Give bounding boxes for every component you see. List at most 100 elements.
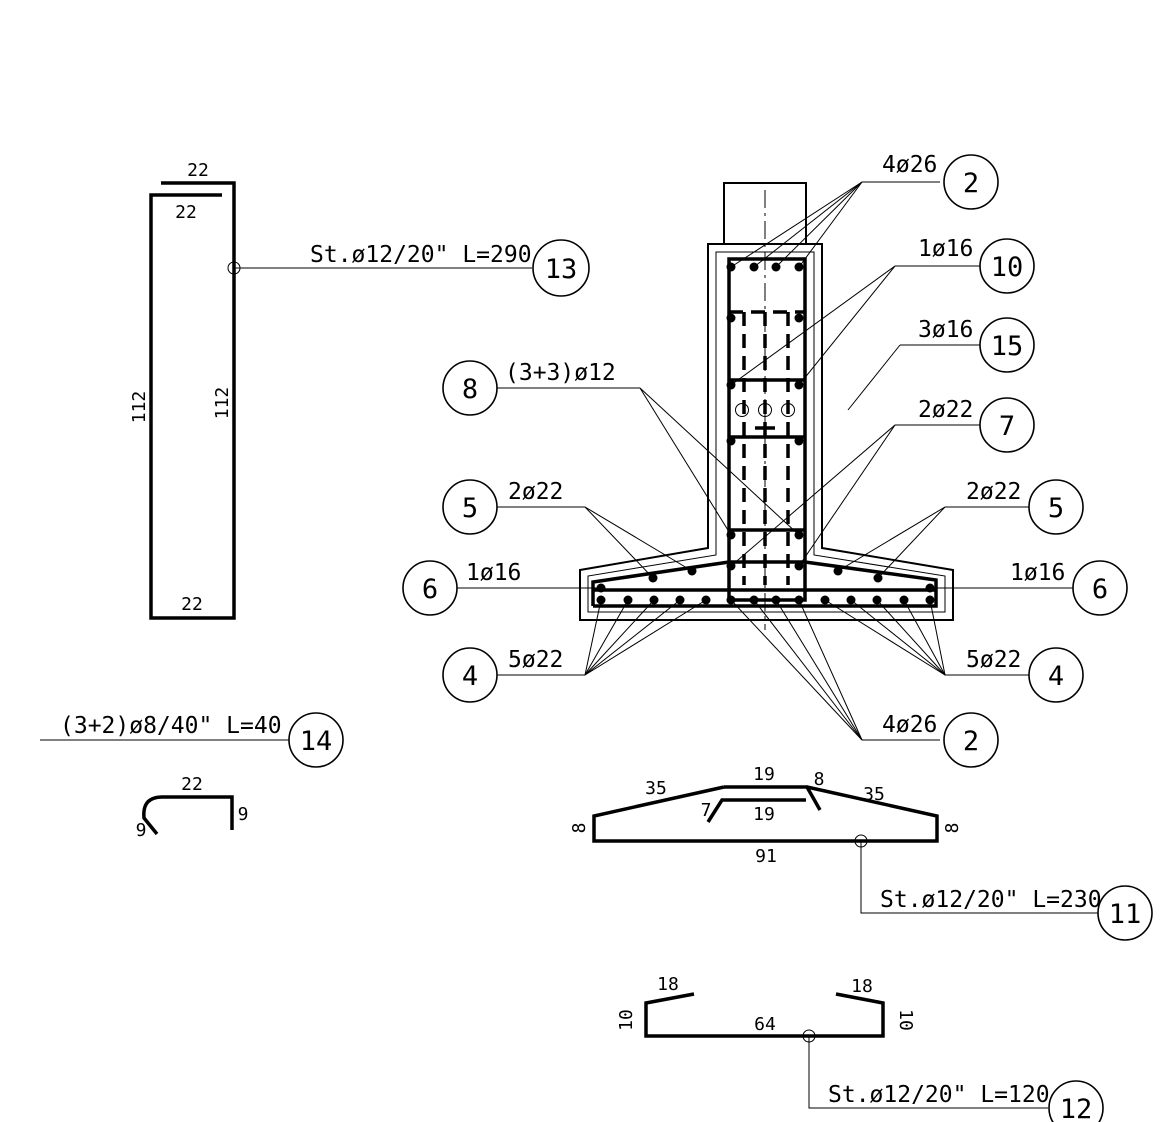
mark-7-number: 7 (999, 411, 1015, 442)
mark-4-left-bubble (442, 647, 498, 703)
stirrup-11-dim-top-outer: 19 (753, 764, 775, 785)
stirrup-11-dim-left-tip: 7 (701, 800, 712, 821)
stirrup-11-spec: St.ø12/20" L=230 (880, 887, 1102, 913)
mark-10-number: 10 (991, 252, 1024, 283)
leader-4-left (497, 599, 707, 676)
callout-6-right-label: 1ø16 (1010, 560, 1065, 586)
mark-4-right-bubble (1028, 647, 1084, 703)
stirrup-13-dim-right: 112 (212, 387, 233, 420)
mark-2-bottom-bubble (943, 712, 999, 768)
mark-12-bubble (1048, 1080, 1104, 1122)
stirrup-12-leader (808, 1036, 1048, 1109)
rebar-dot (726, 313, 736, 323)
mark-13-number: 13 (545, 254, 578, 285)
section-cover-line (587, 251, 946, 613)
mark-6-left-bubble (402, 560, 458, 616)
mark-6-right-number: 6 (1092, 574, 1108, 605)
mark-8-number: 8 (462, 374, 478, 405)
mark-6-left-number: 6 (422, 574, 438, 605)
leader-7 (730, 424, 980, 567)
stirrup-11-inner (706, 798, 806, 823)
callout-6-left-label: 1ø16 (466, 560, 521, 586)
rebar-dot (794, 436, 804, 446)
callout-2-bottom-label: 4ø26 (882, 712, 937, 738)
stirrup-11-leader (860, 841, 1098, 914)
mark-15-number: 15 (991, 331, 1024, 362)
hook-14-detail: (3+2)ø8/40" L=40 14 22 9 9 (40, 712, 344, 841)
stirrup-11-dim-right-slope: 35 (863, 784, 885, 805)
column-stirrup (727, 257, 807, 602)
hook-14-dim-left: 9 (136, 820, 147, 841)
stirrup-13-dim-left: 112 (129, 391, 150, 424)
mark-14-number: 14 (300, 726, 333, 757)
mark-6-right-bubble (1072, 560, 1128, 616)
mark-14-bubble (288, 712, 344, 768)
stirrup-11-dim-bottom: 91 (755, 846, 777, 867)
callout-8-label: (3+3)ø12 (505, 360, 616, 386)
callout-7-label: 2ø22 (918, 397, 973, 423)
stirrup-12-detail: 18 18 10 10 64 St.ø12/20" L=120 12 (616, 974, 1104, 1122)
leader-5-left (497, 506, 693, 579)
callout-2-top-label: 4ø26 (882, 152, 937, 178)
stirrup-12-dim-bottom: 64 (754, 1014, 776, 1035)
stirrup-11-dim-left-end: 8 (569, 823, 590, 834)
leader-2-top (730, 181, 940, 268)
callout-10-label: 1ø16 (918, 236, 973, 262)
callout-5-left-label: 2ø22 (508, 479, 563, 505)
mark-5-right-number: 5 (1048, 493, 1064, 524)
mark-12-number: 12 (1060, 1094, 1093, 1122)
stirrup-13-dim-bottom: 22 (181, 594, 203, 615)
mark-11-bubble (1097, 885, 1153, 941)
stirrup-11-dim-left-slope: 35 (645, 778, 667, 799)
mark-13-bubble (532, 239, 590, 297)
stirrup-13-spec: St.ø12/20" L=290 (310, 242, 532, 268)
stirrup-11-dim-right-end: 8 (942, 823, 963, 834)
hook-14-shape (142, 795, 234, 836)
stirrup-12-shape (644, 992, 885, 1038)
cross-section: 4ø26 2 1ø16 10 3ø16 15 (3+3)ø12 8 2ø22 7… (402, 152, 1128, 768)
base-stirrup (591, 560, 938, 608)
rebar-hollow (758, 403, 772, 417)
mark-4-right-number: 4 (1048, 661, 1064, 692)
stirrup-12-dim-right-height: 10 (895, 1009, 916, 1031)
mark-7-bubble (979, 397, 1035, 453)
rebar-dot (726, 436, 736, 446)
leader-10 (730, 265, 980, 386)
stirrup-13-dim-top: 22 (187, 160, 209, 181)
stirrup-11-dim-top-inner: 19 (753, 804, 775, 825)
callout-15-label: 3ø16 (918, 317, 973, 343)
stirrup-11-dim-right-tip: 8 (814, 769, 825, 790)
stirrup-12-dim-left-height: 10 (616, 1009, 637, 1031)
stirrup-11-shape (592, 785, 939, 843)
stirrup-13-dim-inner: 22 (175, 202, 197, 223)
stirrup-13-shape (149, 181, 236, 620)
mark-5-left-bubble (442, 479, 498, 535)
rebar-hollow (735, 403, 749, 417)
stirrup-12-dim-left-top: 18 (657, 974, 679, 995)
mark-15-bubble (979, 317, 1035, 373)
stirrup-12-dim-right-top: 18 (851, 976, 873, 997)
callout-4-left-label: 5ø22 (508, 647, 563, 673)
callout-5-right-label: 2ø22 (966, 479, 1021, 505)
hook-14-spec: (3+2)ø8/40" L=40 (60, 713, 282, 739)
mark-5-left-number: 5 (462, 493, 478, 524)
mark-8-bubble (442, 360, 498, 416)
rebar-hollow (781, 403, 795, 417)
mark-10-bubble (979, 238, 1035, 294)
leader-15 (847, 344, 980, 411)
hook-14-dim-top: 22 (181, 774, 203, 795)
mark-4-left-number: 4 (462, 661, 478, 692)
mark-5-right-bubble (1028, 479, 1084, 535)
mark-11-number: 11 (1109, 899, 1142, 930)
stirrup-13-detail: 22 22 112 112 22 St.ø12/20" L=290 13 (129, 160, 590, 620)
mark-2-top-bubble (943, 154, 999, 210)
stirrup-11-detail: 35 19 8 35 7 19 8 8 91 St.ø12/20" L=230 … (569, 764, 1153, 941)
leader-2-bottom (730, 599, 940, 741)
callout-4-right-label: 5ø22 (966, 647, 1021, 673)
mark-2-top-number: 2 (963, 168, 979, 199)
rebar-dot (794, 313, 804, 323)
leader-8 (497, 387, 800, 536)
stirrup-12-spec: St.ø12/20" L=120 (828, 1082, 1050, 1108)
mark-2-bottom-number: 2 (963, 726, 979, 757)
hook-14-dim-right: 9 (238, 804, 249, 825)
